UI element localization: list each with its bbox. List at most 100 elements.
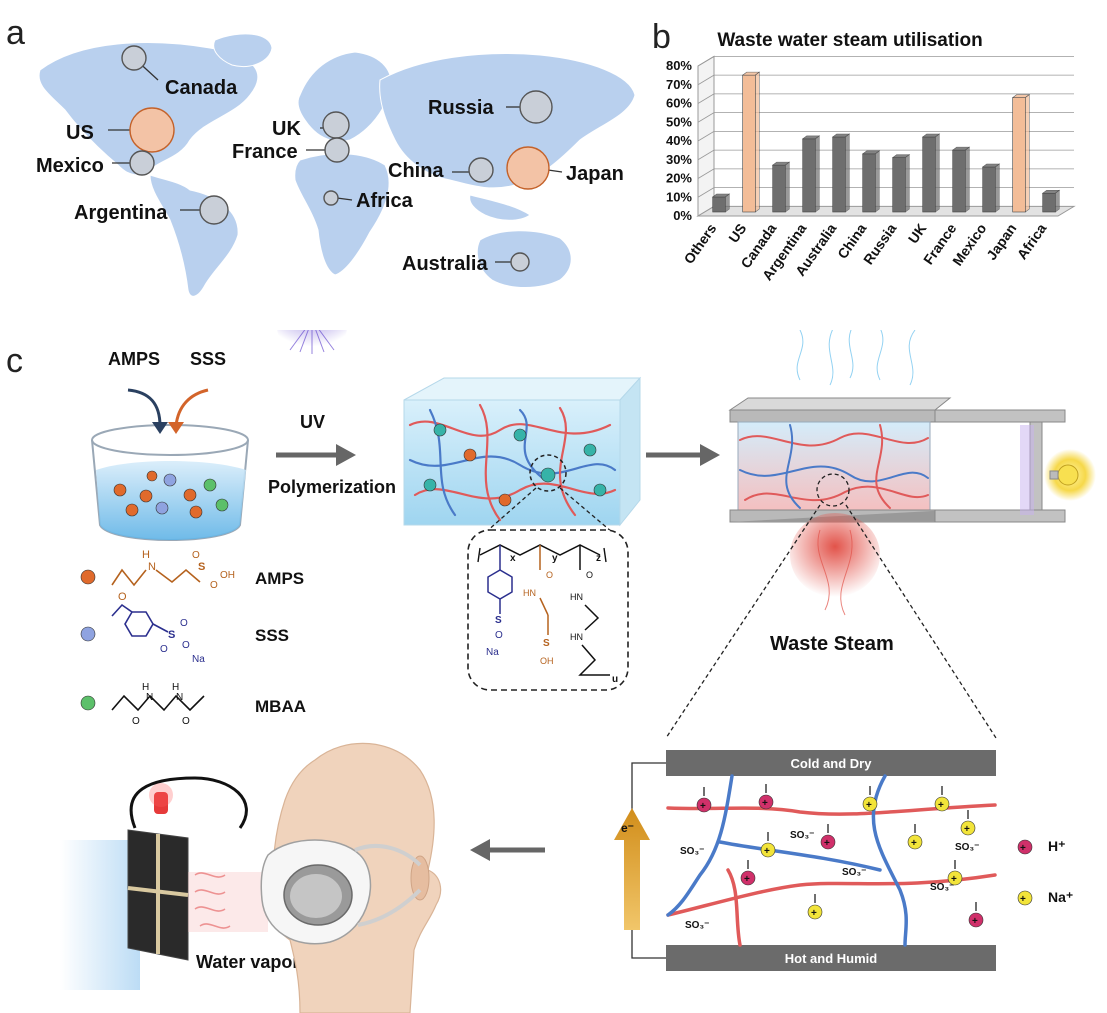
sss-legend-dot xyxy=(80,626,96,642)
bar-front xyxy=(1012,97,1026,213)
mbaa-atom-h1: H xyxy=(142,682,149,693)
bar-mexico xyxy=(981,163,1001,213)
mechanism-diagram: Cold and Dry Hot and Humid e⁻ SO₃⁻ SO₃⁻ … xyxy=(614,750,1073,971)
monomer-amps-label: AMPS xyxy=(255,569,304,588)
amps-atom-o3: O xyxy=(210,580,218,591)
japan-marker xyxy=(506,146,550,190)
amps-atom-o1: O xyxy=(118,591,127,603)
mask-strap-lower xyxy=(357,888,422,927)
ion-charge: + xyxy=(744,874,750,885)
vapor-waves xyxy=(194,872,231,929)
amps-arrow xyxy=(127,388,162,427)
ion-charge: + xyxy=(824,838,830,849)
mbaa-structure xyxy=(111,694,205,712)
y-tick-label: 50% xyxy=(666,114,692,129)
bar-russia xyxy=(891,154,911,213)
sodium-ion xyxy=(960,820,976,836)
monomer-sss-label: SSS xyxy=(255,626,289,645)
bar-side xyxy=(905,154,910,213)
map-label-japan: Japan xyxy=(566,163,624,185)
japan-leader-line xyxy=(547,169,563,173)
x-tick-label: Africa xyxy=(1014,220,1050,262)
y-tick-label: 60% xyxy=(666,96,692,111)
bar-others xyxy=(711,193,731,213)
ion-charge: + xyxy=(700,801,706,812)
steam-generator-device xyxy=(728,330,1096,616)
hydrogen-ion xyxy=(820,834,836,850)
wearable-pad xyxy=(60,776,268,990)
monomer-legend: H N O S O O OH AMPS S O O O Na SSS H N H… xyxy=(80,549,306,727)
structure-oxygen-1: O xyxy=(495,630,503,641)
grid-line-diag xyxy=(697,149,715,161)
grid-line-diag xyxy=(697,112,715,123)
amps-atom-h: H xyxy=(142,549,150,561)
sss-atom-s: S xyxy=(168,629,175,641)
sss-atom-na: Na xyxy=(192,654,205,665)
uv-rays xyxy=(289,330,335,354)
africa-leader-line xyxy=(336,197,353,201)
argentina-marker xyxy=(199,195,229,225)
structure-u: u xyxy=(612,674,618,685)
y-tick-label: 40% xyxy=(666,133,692,148)
map-label-france: France xyxy=(232,141,298,163)
so3-label-5: SO₃⁻ xyxy=(930,882,954,893)
led-indicator xyxy=(154,792,168,814)
asia-shape xyxy=(379,53,636,189)
mexico-marker xyxy=(129,150,155,176)
polymer-structure-box: x y z S O Na O HN S OH O HN HN u xyxy=(467,529,629,691)
legend-na-label: Na⁺ xyxy=(1048,889,1073,905)
bar-side xyxy=(815,135,820,213)
map-label-australia: Australia xyxy=(402,253,488,275)
top-plate-label: Cold and Dry xyxy=(791,756,873,771)
france-marker xyxy=(324,137,350,163)
so3-label-6: SO₃⁻ xyxy=(685,920,709,931)
world-map: Canada US Mexico Argentina UK France Rus… xyxy=(36,33,636,297)
bar-front xyxy=(922,136,936,213)
map-label-china: China xyxy=(388,160,444,182)
structure-y: y xyxy=(552,553,558,564)
electron-flow-arrow xyxy=(614,808,650,930)
bar-china xyxy=(861,150,881,213)
australia-marker xyxy=(510,252,530,272)
bar-side xyxy=(785,161,790,213)
ion-charge: + xyxy=(964,824,970,835)
bar-france xyxy=(951,146,971,213)
chart-floor xyxy=(696,205,1076,217)
so3-label-2: SO₃⁻ xyxy=(680,846,704,857)
amps-atom-s: S xyxy=(198,561,205,573)
grid-line-diag xyxy=(697,93,715,104)
bar-front xyxy=(712,196,726,213)
legend-h-ion xyxy=(1017,839,1033,855)
chart-title: Waste water steam utilisation xyxy=(717,30,982,51)
grid-line-diag xyxy=(697,131,715,142)
bar-side xyxy=(964,146,970,213)
head-with-mask xyxy=(260,742,442,1013)
y-tick-label: 80% xyxy=(666,58,692,73)
light-bulb xyxy=(1057,464,1079,486)
sss-structure xyxy=(124,611,154,637)
x-tick-label: UK xyxy=(905,221,930,247)
structure-hn-2: HN xyxy=(570,592,583,602)
grid-line-diag xyxy=(697,168,715,179)
y-tick-label: 10% xyxy=(666,189,692,204)
us-marker xyxy=(129,107,175,153)
hydrogen-ion xyxy=(968,912,984,928)
structure-oxygen-3: O xyxy=(586,570,593,580)
bar-side xyxy=(845,133,850,213)
uv-label: UV xyxy=(300,412,325,432)
panel-letter-c: c xyxy=(6,342,23,380)
ion-charge: + xyxy=(866,800,872,811)
panel-letter-a: a xyxy=(6,14,25,52)
bar-front xyxy=(772,164,786,213)
sss-arrowhead xyxy=(168,422,184,434)
bar-front xyxy=(982,166,996,213)
mask-filter-inner xyxy=(290,874,342,918)
electron-label: e⁻ xyxy=(621,821,634,835)
sss-atom-o1: O xyxy=(180,618,188,629)
china-marker xyxy=(468,157,494,183)
bar-uk xyxy=(921,133,941,213)
south-america-shape xyxy=(149,174,239,297)
y-tick-label: 30% xyxy=(666,152,692,167)
bar-africa xyxy=(1041,189,1061,213)
svg-text:+: + xyxy=(1020,894,1026,905)
